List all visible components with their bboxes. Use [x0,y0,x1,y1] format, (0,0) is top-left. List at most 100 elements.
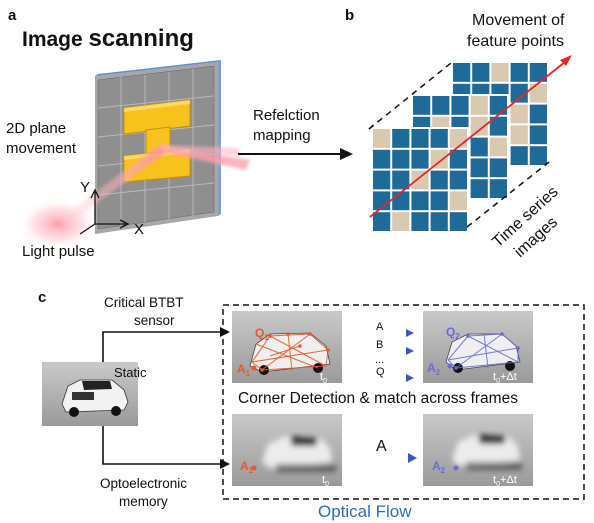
grid-cell-blue [430,212,448,231]
match-dots: ... [375,354,384,366]
grid-cell-blue [489,116,507,136]
feature-movement-line1: Movement of [472,12,565,29]
axis-y-label: Y [80,179,90,196]
light-pulse-label: Light pulse [22,243,95,260]
grid-cell-blue [411,191,429,211]
sensor-label-line2: sensor [134,313,175,328]
flow-time-t0-dt-label: t0+Δt [493,474,517,488]
grid-cell-blue [510,83,528,103]
panel-a-label: a [8,7,17,24]
axis-x-label: X [134,221,144,238]
point-q1-label: Q1 [255,326,269,342]
grid-cell-beige [489,137,507,157]
panel-a-title: Image scanning [22,25,194,52]
light-pulse-beam-icon [18,145,250,250]
corner-frame-t0-dt: Q2 A2 t0+Δt [423,311,533,385]
feature-movement-line2: feature points [467,33,564,50]
grid-cell-blue [413,96,431,115]
grid-cell-beige [411,170,429,190]
grid-cell-blue [430,170,448,190]
reflection-label-line2: mapping [253,127,311,144]
panel-b-label: b [345,7,354,24]
grid-cell-blue [451,96,469,115]
static-label: Static [114,365,147,380]
grid-cell-blue [430,191,448,211]
grid-cell-blue [470,179,488,198]
grid-cell-beige [392,212,410,231]
point-q2-label: Q2 [446,325,460,341]
corner-detection-caption: Corner Detection & match across frames [238,390,518,407]
grid-cell-blue [373,212,391,231]
time-t0-dt-label: t0+Δt [493,371,517,385]
grid-cell-blue [453,63,471,82]
grid-cell-blue [392,129,410,148]
point-a1-label: A1 [237,362,251,378]
grid-cell-blue [489,179,507,198]
grid-cell-beige [430,149,448,169]
flow-frame-t0-dt: A2 t0+Δt [423,414,533,488]
frame-grid-icon [368,55,572,233]
grid-cell-blue [432,96,450,115]
panel-c: c Critical BTBT sensor Static Optoelectr… [38,289,585,521]
match-label-q: Q [376,366,385,378]
grid-cell-blue [529,63,547,82]
reflection-arrow [238,148,353,160]
grid-cell-blue [529,146,547,165]
branch-arrows [102,331,222,465]
grid-cell-blue [510,146,528,165]
optical-flow-caption: Optical Flow [318,502,412,521]
grid-cell-blue [411,149,429,169]
toy-car-icon [61,379,129,417]
match-label-a: A [376,321,384,333]
grid-cell-blue [392,149,410,169]
flow-arrow-label: A [376,438,387,455]
grid-cell-blue [489,158,507,178]
grid-cell-blue [430,129,448,148]
memory-label-line1: Optoelectronic [100,476,187,491]
time-series-frame [371,127,469,233]
grid-cell-beige [449,129,467,148]
grid-cell-beige [510,125,528,145]
panel-a: a Image scanning 2D plane movement [6,7,353,260]
grid-cell-beige [510,104,528,124]
grid-cell-blue [510,63,528,82]
grid-cell-blue [373,170,391,190]
grid-cell-beige [470,116,488,136]
grid-cell-blue [373,149,391,169]
grid-cell-blue [470,158,488,178]
xy-axes [79,188,130,235]
grid-cell-beige [449,191,467,211]
grid-cell-beige [529,83,547,103]
grid-cell-beige [491,63,509,82]
flow-time-t0-label: t0 [322,474,329,488]
grid-cell-beige [373,129,391,148]
corner-frame-t0: Q1 A1 t0 [232,311,342,385]
grid-cell-blue [529,104,547,124]
time-t0-label: t0 [320,371,327,385]
grid-cell-blue [470,137,488,157]
static-car-photo [42,362,138,426]
sensor-label-line1: Critical BTBT [104,295,184,310]
grid-cell-blue [472,63,490,82]
panel-b: b Movement of feature points Time series… [345,7,572,261]
grid-cell-blue [449,149,467,169]
movement-label-line2: movement [6,140,77,157]
point-a2-label: A2 [427,361,441,377]
grid-cell-blue [489,96,507,115]
match-arrows [352,329,414,382]
grid-cell-blue [392,170,410,190]
memory-label-line2: memory [119,494,168,509]
grid-cell-blue [411,212,429,231]
grid-cell-blue [392,191,410,211]
panel-c-label: c [38,289,46,306]
reflection-label-line1: Refelction [253,107,320,124]
match-label-b: B [376,339,383,351]
grid-cell-blue [449,212,467,231]
grid-cell-beige [470,96,488,115]
flow-point-a1-label: A1 [240,459,254,475]
flow-point-a2-label: A2 [432,459,446,475]
grid-cell-blue [449,170,467,190]
optical-flow-dashed-box [222,304,585,500]
grid-cell-blue [529,125,547,145]
